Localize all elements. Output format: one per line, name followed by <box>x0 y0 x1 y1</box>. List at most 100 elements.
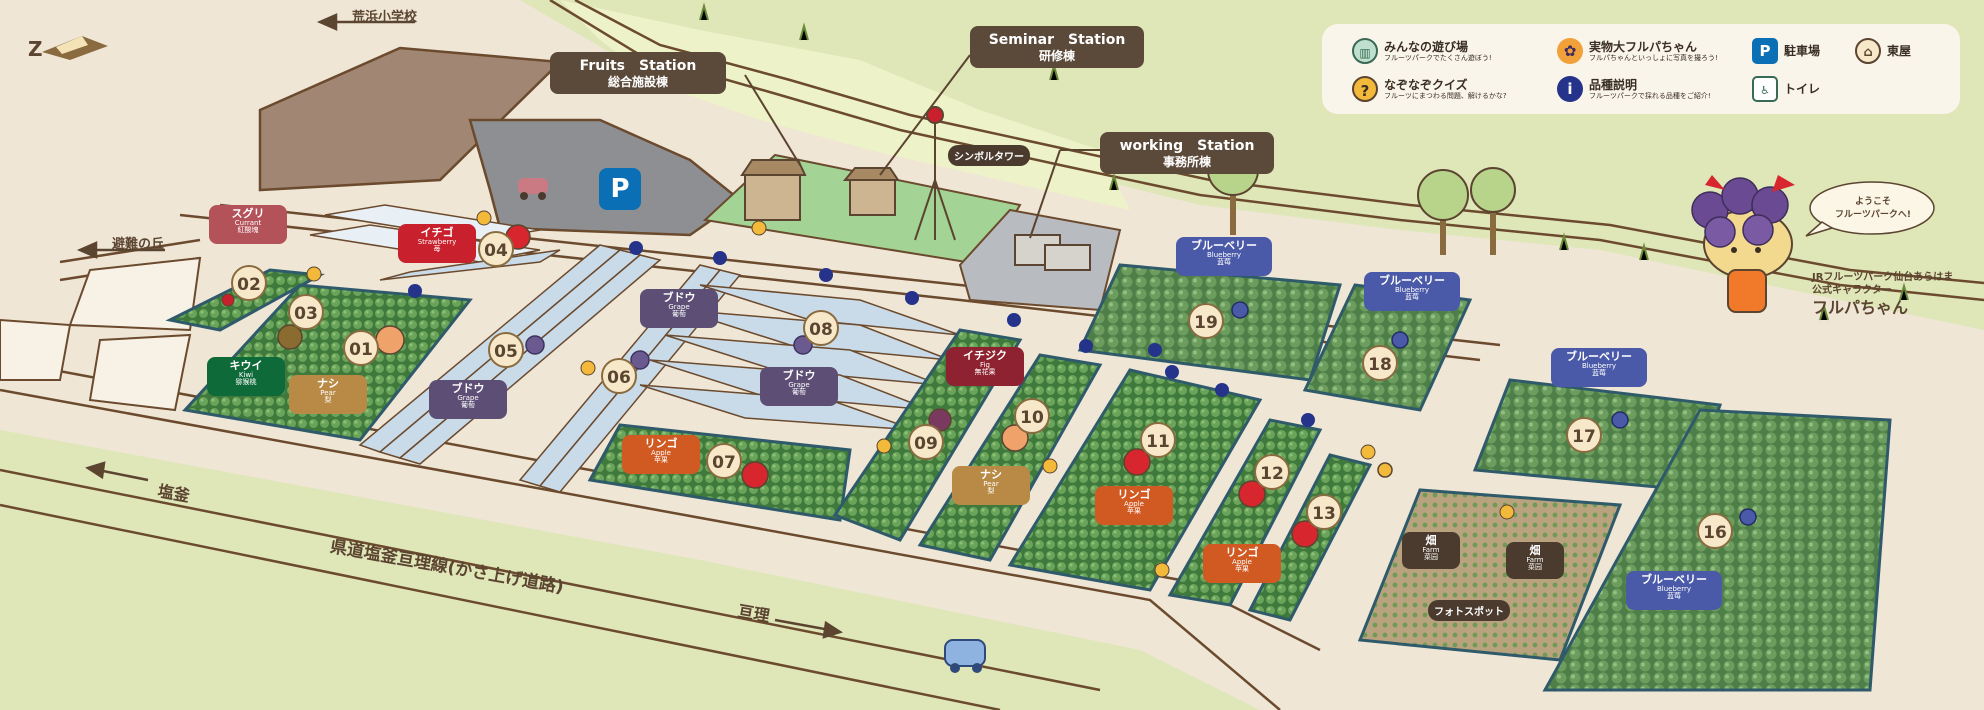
field-number-04[interactable]: 04 <box>478 231 514 267</box>
tag-ja: イチゴ <box>420 226 454 239</box>
mascot-line2: 公式キャラクター <box>1812 285 1892 296</box>
seminar-station-en: Seminar Station <box>988 32 1126 48</box>
tag-ja: ブルーベリー <box>1379 274 1445 287</box>
info-marker <box>905 291 919 305</box>
field-number-19[interactable]: 19 <box>1188 303 1224 339</box>
quiz-marker <box>1499 504 1515 520</box>
field-number-08[interactable]: 08 <box>803 310 839 346</box>
info-marker <box>819 268 833 282</box>
legend-variety-title: 品種説明 <box>1589 78 1638 92</box>
field-number-09[interactable]: 09 <box>908 424 944 460</box>
tag-en: Fig <box>980 360 990 369</box>
apple-icon-07 <box>741 461 769 489</box>
fruit-tag-pear-10[interactable]: ナシ Pear 梨 <box>952 466 1030 505</box>
quiz-marker <box>306 266 322 282</box>
field-number-03[interactable]: 03 <box>288 294 324 330</box>
field-number-13[interactable]: 13 <box>1306 494 1342 530</box>
field-number-12[interactable]: 12 <box>1254 454 1290 490</box>
field-number-05[interactable]: 05 <box>488 332 524 368</box>
quiz-marker <box>1154 562 1170 578</box>
legend-mascot-statue-title: 実物大フルパちゃん <box>1589 40 1698 54</box>
fruit-tag-apple-07[interactable]: リンゴ Apple 苹果 <box>622 435 700 474</box>
apple-icon-11 <box>1123 448 1151 476</box>
tag-en: Grape <box>788 380 810 389</box>
tag-ja: スグリ <box>231 207 265 220</box>
fruit-tag-grape-08[interactable]: ブドウ Grape 葡萄 <box>760 367 838 406</box>
blueberry-icon-17 <box>1611 411 1629 429</box>
playground-area <box>1377 462 1393 478</box>
map-legend: ▥ みんなの遊び場 フルーツパークでたくさん遊ぼう! ✿ 実物大フルパちゃん フ… <box>1322 24 1960 114</box>
fruits-station-label[interactable]: Fruits Station 総合施設棟 <box>550 52 726 94</box>
tag-en: Farm <box>1526 555 1544 564</box>
station-leaders <box>744 54 1100 239</box>
info-marker <box>408 284 422 298</box>
tag-kanji: 蓝莓 <box>1667 591 1681 600</box>
tag-ja: ナシ <box>980 468 1002 481</box>
seminar-station-label[interactable]: Seminar Station 研修棟 <box>970 26 1144 68</box>
fruit-tag-grape-05[interactable]: ブドウ Grape 葡萄 <box>429 380 507 419</box>
field-number-07[interactable]: 07 <box>706 443 742 479</box>
label-evacuation-hill: 避難の丘 <box>112 237 165 252</box>
tag-en: Blueberry <box>1206 250 1241 259</box>
farm-tag-1[interactable]: 畑 Farm 菜园 <box>1402 532 1460 569</box>
fruit-tag-grape-06[interactable]: ブドウ Grape 葡萄 <box>640 289 718 328</box>
tag-ja: ブルーベリー <box>1191 239 1257 252</box>
info-icon: i <box>1557 76 1583 102</box>
legend-quiz-desc: フルーツにまつわる問題、解けるかな? <box>1384 92 1507 100</box>
legend-playground-desc: フルーツパークでたくさん遊ぼう! <box>1384 54 1492 62</box>
field-number-16[interactable]: 16 <box>1697 513 1733 549</box>
car-icon <box>518 178 548 200</box>
fruit-tag-fig[interactable]: イチジク Fig 無花果 <box>946 347 1024 386</box>
tag-kanji: 紅酸塊 <box>237 225 259 234</box>
map-markers <box>306 210 1515 578</box>
working-station-en: working Station <box>1119 138 1255 154</box>
info-marker <box>1215 383 1229 397</box>
fruits-station-en: Fruits Station <box>579 58 697 74</box>
legend-parking-title: 駐車場 <box>1784 44 1821 58</box>
symbol-tower-label: シンボルタワー <box>948 145 1030 166</box>
field-number-02[interactable]: 02 <box>231 265 267 301</box>
fruit-tag-apple-12[interactable]: リンゴ Apple 苹果 <box>1203 544 1281 583</box>
fruit-tag-kiwi[interactable]: キウイ Kiwi 猕猴桃 <box>207 357 285 396</box>
tag-ja: リンゴ <box>1225 546 1259 559</box>
info-marker <box>1148 343 1162 357</box>
mascot-name: フルパちゃん <box>1812 298 1909 317</box>
mascot-statue-icon: ✿ <box>1557 38 1583 64</box>
field-number-01[interactable]: 01 <box>343 330 379 366</box>
tag-kanji: 蓝莓 <box>1405 292 1419 301</box>
field-number-17[interactable]: 17 <box>1566 417 1602 453</box>
field-number-06[interactable]: 06 <box>601 358 637 394</box>
working-station-ja: 事務所棟 <box>1162 154 1211 169</box>
fruit-tag-apple-11[interactable]: リンゴ Apple 苹果 <box>1095 486 1173 525</box>
tag-ja: キウイ <box>229 359 263 372</box>
direction-arrows <box>76 13 843 639</box>
fruit-tag-blueberry-19[interactable]: ブルーベリー Blueberry 蓝莓 <box>1176 237 1272 276</box>
legend-arbor-title: 東屋 <box>1887 44 1912 58</box>
fruit-tag-pear[interactable]: ナシ Pear 梨 <box>289 375 367 414</box>
blueberry-icon-19 <box>1231 301 1249 319</box>
field-number-10[interactable]: 10 <box>1014 398 1050 434</box>
tag-en: Farm <box>1422 545 1440 554</box>
fruit-tag-blueberry-16[interactable]: ブルーベリー Blueberry 蓝莓 <box>1626 571 1722 610</box>
currant-icon <box>221 293 235 307</box>
fruits-station-ja: 総合施設棟 <box>607 74 668 89</box>
tag-en: Blueberry <box>1581 361 1616 370</box>
tag-kanji: 苹果 <box>1235 564 1249 573</box>
working-station-label[interactable]: working Station 事務所棟 <box>1100 132 1274 174</box>
fruit-tag-blueberry-18[interactable]: ブルーベリー Blueberry 蓝莓 <box>1364 272 1460 311</box>
mascot-speech: ようこそ フルーツパークへ! <box>1835 197 1911 220</box>
pear-icon <box>375 325 405 355</box>
blueberry-icon-16 <box>1739 508 1757 526</box>
fruit-tag-currant[interactable]: スグリ Currant 紅酸塊 <box>209 205 287 244</box>
tag-ja: ナシ <box>317 377 339 390</box>
fruit-tag-blueberry-17[interactable]: ブルーベリー Blueberry 蓝莓 <box>1551 348 1647 387</box>
field-number-18[interactable]: 18 <box>1362 345 1398 381</box>
fruit-tag-strawberry[interactable]: イチゴ Strawberry 苺 <box>398 224 476 263</box>
tag-kanji: 蓝莓 <box>1592 368 1606 377</box>
empty-lot-1 <box>68 256 202 332</box>
tag-ja: 畑 <box>1425 534 1437 547</box>
parking-icon: P <box>599 168 641 210</box>
farm-tag-2[interactable]: 畑 Farm 菜园 <box>1506 542 1564 579</box>
tag-en: Blueberry <box>1394 285 1429 294</box>
field-number-11[interactable]: 11 <box>1140 422 1176 458</box>
